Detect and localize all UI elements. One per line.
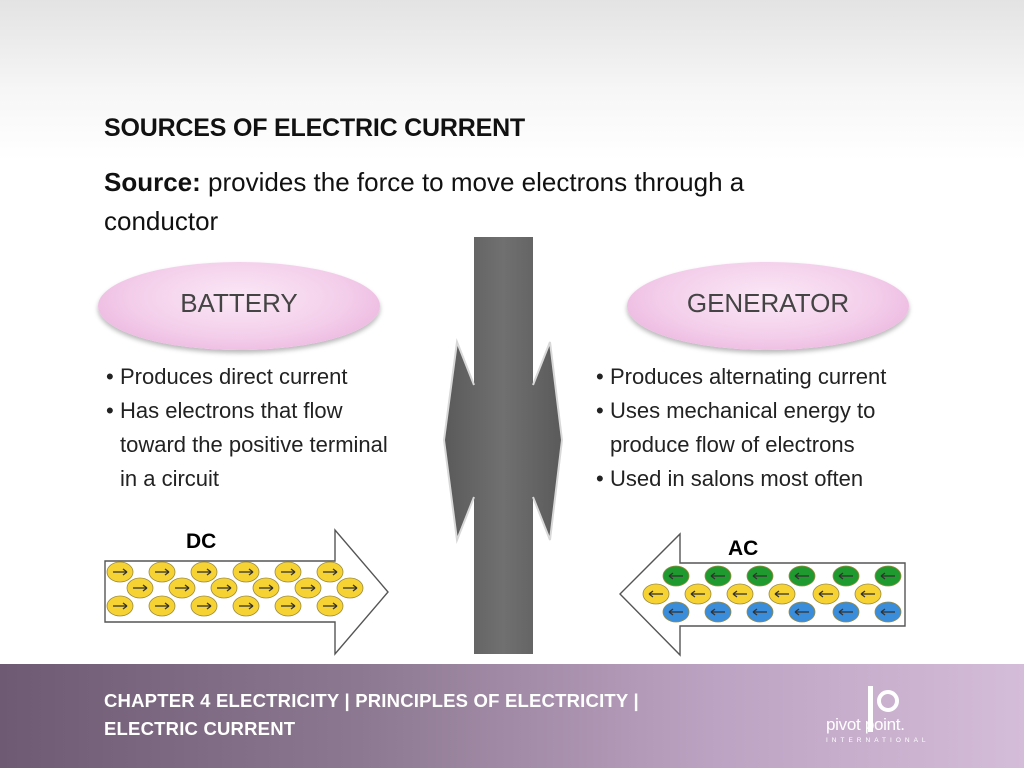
electron-dot — [148, 595, 176, 617]
electron-dot — [168, 577, 196, 599]
electron-dot — [746, 565, 774, 587]
generator-oval: GENERATOR — [627, 262, 909, 350]
divider-shape — [444, 237, 562, 654]
electron-dot — [662, 565, 690, 587]
electron-dot — [316, 561, 344, 583]
logo-mark-icon — [868, 686, 899, 732]
electron-dot — [232, 561, 260, 583]
definition-text: provides the force to move electrons thr… — [104, 167, 745, 236]
dc-label: DC — [186, 530, 217, 553]
electron-dot — [642, 583, 670, 605]
electron-dot — [874, 565, 902, 587]
electron-dot — [874, 601, 902, 623]
logo-word: pivot point. — [826, 715, 905, 734]
ac-arrow-outline — [619, 532, 906, 657]
electron-dot — [274, 595, 302, 617]
pivot-point-logo: pivot point. INTERNATIONAL — [822, 682, 932, 762]
electron-dot — [788, 601, 816, 623]
electron-dot — [854, 583, 882, 605]
electron-dot — [704, 601, 732, 623]
definition: Source: provides the force to move elect… — [104, 163, 864, 241]
electron-dot — [294, 577, 322, 599]
bullet-item: Has electrons that flow toward the posit… — [106, 394, 406, 496]
electron-dot — [746, 601, 774, 623]
electron-dot — [726, 583, 754, 605]
electron-dot — [232, 595, 260, 617]
definition-term: Source: — [104, 167, 201, 197]
ac-label: AC — [728, 537, 759, 560]
logo-sub: INTERNATIONAL — [826, 737, 930, 744]
bullet-item: Produces direct current — [106, 360, 406, 394]
electron-dot — [126, 577, 154, 599]
electron-dot — [316, 595, 344, 617]
electron-dot — [106, 595, 134, 617]
electron-dot — [190, 595, 218, 617]
footer-breadcrumb: CHAPTER 4 ELECTRICITY | PRINCIPLES OF EL… — [104, 690, 639, 739]
electron-dot — [252, 577, 280, 599]
electron-dot — [768, 583, 796, 605]
electron-dot — [148, 561, 176, 583]
generator-heading: GENERATOR — [686, 287, 850, 318]
bullet-item: Uses mechanical energy to produce flow o… — [596, 394, 956, 462]
battery-bullets: Produces direct current Has electrons th… — [106, 360, 406, 496]
electron-dot — [832, 601, 860, 623]
battery-heading: BATTERY — [180, 287, 298, 318]
electron-dot — [788, 565, 816, 587]
slide-title: SOURCES OF ELECTRIC CURRENT — [104, 114, 526, 142]
electron-dot — [274, 561, 302, 583]
bullet-item: Produces alternating current — [596, 360, 956, 394]
bullet-item: Used in salons most often — [596, 462, 956, 496]
electron-dot — [832, 565, 860, 587]
electron-dot — [106, 561, 134, 583]
electron-dot — [190, 561, 218, 583]
dc-arrow-outline — [104, 528, 389, 656]
electron-dot — [336, 577, 364, 599]
generator-bullets: Produces alternating current Uses mechan… — [596, 360, 956, 496]
electron-dot — [684, 583, 712, 605]
electron-dot — [210, 577, 238, 599]
electron-dot — [704, 565, 732, 587]
electron-dot — [662, 601, 690, 623]
electron-dot — [812, 583, 840, 605]
footer-bar: CHAPTER 4 ELECTRICITY | PRINCIPLES OF EL… — [0, 664, 1024, 768]
battery-oval: BATTERY — [98, 262, 380, 350]
